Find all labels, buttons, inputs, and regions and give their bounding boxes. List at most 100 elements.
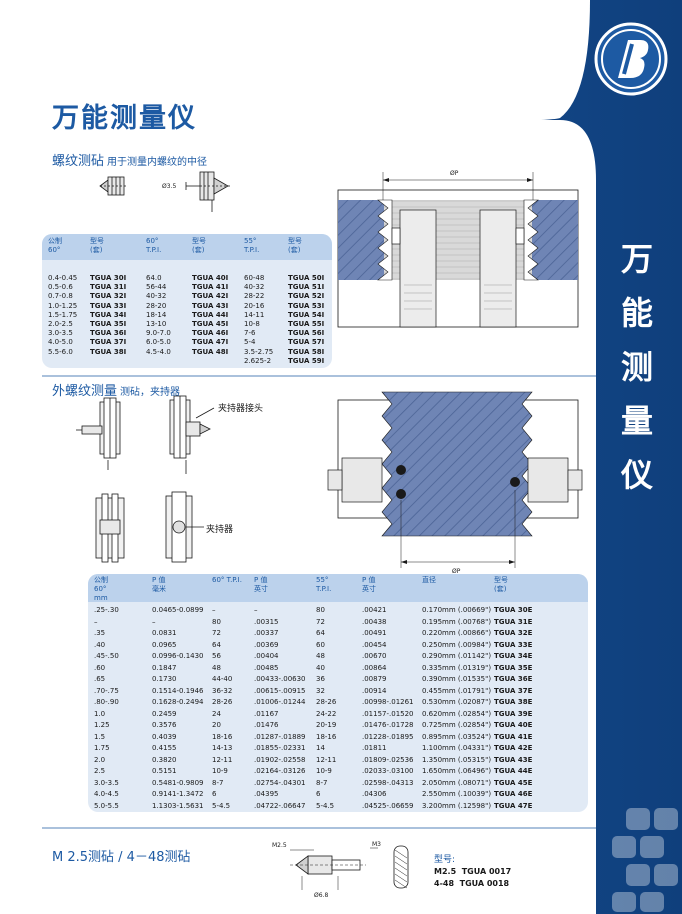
table-cell: 0.1730 [152,675,177,683]
table-cell: 72 [316,617,325,626]
table-cell: .04722-.06647 [254,801,306,810]
table-cell: TGUA 43I [192,301,229,310]
table-cell: 1.0-1.25 [48,301,78,310]
table-cell: 0.5481-0.9809 [152,778,204,787]
table-cell: 0.530mm (.02087") [422,698,492,706]
table-cell: 0.0996-0.1430 [152,652,204,660]
side-title-char: 测 [620,348,653,386]
table-cell: .01167 [254,709,279,718]
table-cell: TGUA 30E [494,606,533,614]
table-cell: 48 [316,652,325,660]
table-cell: 0.9141-1.3472 [152,790,204,798]
side-title-char: 万 [620,240,653,278]
table-cell: TGUA 47I [192,338,229,347]
table-cell: 0.290mm (.01142") [422,652,492,660]
table-cell: 80 [316,606,325,614]
table-cell: .02754-.04301 [254,778,306,787]
table-cell: 1.650mm (.06496") [422,767,492,775]
table-cell: 0.725mm (.02854") [422,721,492,729]
table-cell: .01811 [362,744,387,752]
section2-heading: 外螺纹测量测砧，夹持器 [52,384,181,399]
column-header: 55° T.P.I. [316,576,332,593]
table-cell: 0.3820 [152,755,177,764]
table-cell: 0.390mm (.01535") [422,675,492,683]
table-cell: – [94,617,98,626]
table-cell: TGUA 33E [494,640,533,649]
table-cell: 5-4.5 [212,801,231,810]
table-cell: 28-26 [212,698,233,706]
table-cell: .00879 [362,675,387,683]
table-cell: .04395 [254,790,279,798]
table-cell: 18-16 [316,732,337,741]
table-cell: TGUA 32I [90,292,127,301]
table-cell: .01228-.01895 [362,732,414,741]
table-cell: .02164-.03126 [254,767,306,775]
table-cell: 0.455mm (.01791") [422,686,492,695]
table-cell: .00615-.00915 [254,686,306,695]
table-cell: 18-16 [212,732,233,741]
table-cell: – [212,606,216,614]
table-cell: 12-11 [316,755,337,764]
column-header: 公制 60° mm [94,576,108,602]
table-cell: 14-11 [244,310,265,319]
table-cell: 28-26 [316,698,337,706]
table-cell: 44-40 [212,675,233,683]
table-cell: 0.620mm (.02854") [422,709,492,718]
table-cell: .00998-.01261 [362,698,414,706]
table-cell: 0.0965 [152,640,177,649]
table-cell: 0.220mm (.00866") [422,629,492,637]
table-cell: .00369 [254,640,279,649]
side-title-char: 能 [620,294,653,332]
table-cell: TGUA 41I [192,283,229,292]
table-header [88,574,588,602]
m3-dim-label: M3 [372,841,381,848]
table-cell: 0.195mm (.00768") [422,617,492,626]
table-cell: 1.75 [94,744,110,752]
table-cell: .45-.50 [94,652,119,660]
table-cell: 2.5 [94,767,106,775]
table-cell: 4.0-4.5 [94,790,119,798]
column-header: 型号 (套) [288,237,302,254]
table-cell: TGUA 46E [494,790,533,798]
table-cell: .00438 [362,617,387,626]
table-cell: TGUA 34I [90,310,127,319]
d68-dim-label: Ø6.8 [314,892,329,899]
column-header: 型号 (套) [494,576,508,593]
table-cell: 5.0-5.5 [94,801,119,810]
table-cell: TGUA 48I [192,347,229,356]
table-cell: .00491 [362,629,387,637]
table-cell: 6 [316,790,321,798]
table-cell: .70-.75 [94,686,119,695]
table-cell: .40 [94,640,106,649]
table-cell: 8-7 [212,778,224,787]
section2-pitch-dim-label: ØP [452,568,461,575]
table-cell: TGUA 55I [288,320,325,328]
table-cell: 0.1847 [152,663,177,672]
table-cell: TGUA 37E [494,686,533,695]
section1-heading: 螺纹测砧用于测量内螺纹的中径 [52,154,208,169]
table-cell: .00670 [362,652,387,660]
table-cell: 36-32 [212,686,233,695]
table-cell: TGUA 57I [288,338,325,347]
table-cell: TGUA 50I [288,274,325,282]
external-thread-diagram [327,391,583,568]
table-cell: 0.0831 [152,629,177,637]
table-cell: 7-6 [244,329,256,338]
table-cell: 1.350mm (.05315") [422,755,492,764]
column-header: P 值 英寸 [254,576,268,593]
table-cell: TGUA 33I [90,301,127,310]
column-header: 60° T.P.I. [146,237,162,254]
table-cell: 6.0-5.0 [146,338,171,347]
table-cell: TGUA 59I [288,356,325,365]
table-cell: .00485 [254,663,279,672]
table-cell: 0.170mm (.00669") [422,606,492,614]
table-cell: 18-14 [146,310,167,319]
table-cell: .02033-.03100 [362,767,414,775]
table-cell: TGUA 42E [494,744,533,752]
side-title: 万 能 测 量 仪 [612,232,662,502]
table-cell: 0.335mm (.01319") [422,663,492,672]
internal-thread-diagram [337,172,579,328]
table-cell: 20 [212,721,221,729]
table-cell: 8-7 [316,778,328,787]
table-cell: 0.4155 [152,744,177,752]
